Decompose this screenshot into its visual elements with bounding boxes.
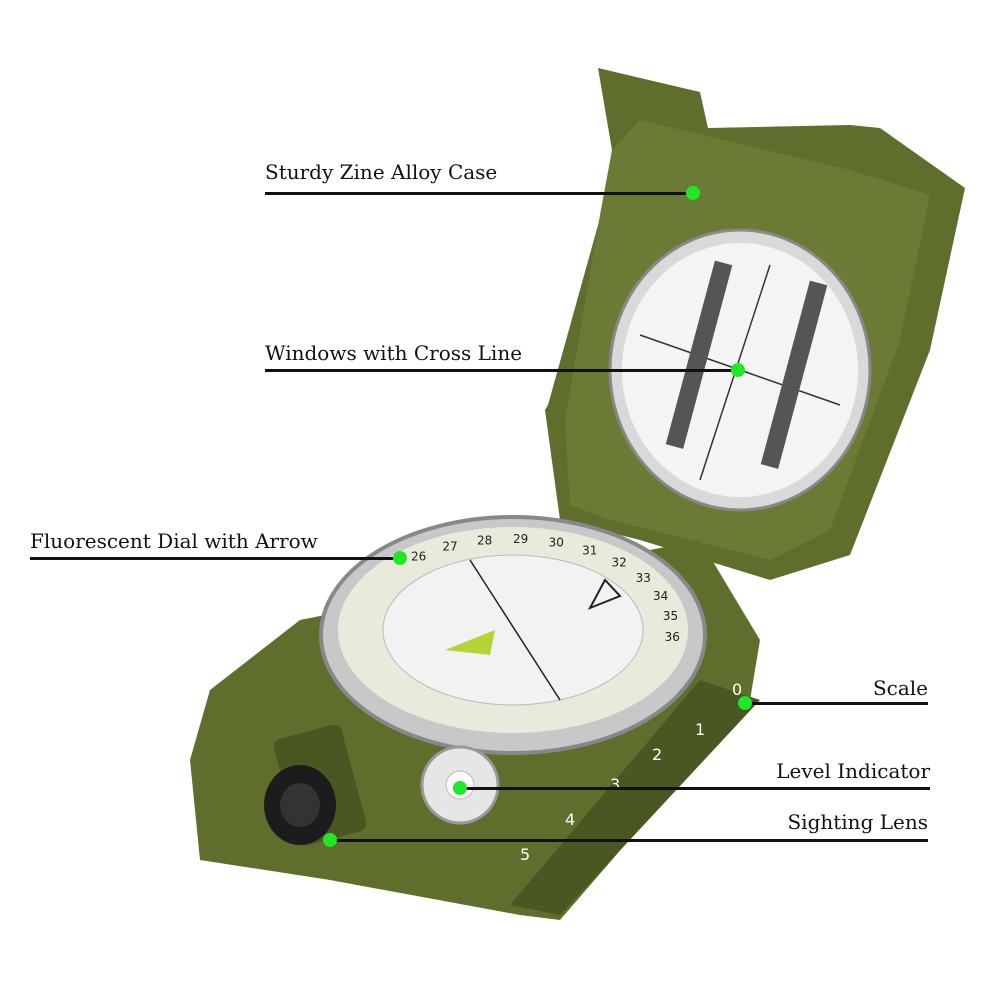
callout-line-level <box>460 787 930 790</box>
dial-number: 35 <box>663 609 678 623</box>
callout-line-dial <box>30 557 400 560</box>
callout-label-case: Sturdy Zine Alloy Case <box>265 160 498 184</box>
callout-line-case <box>265 192 693 195</box>
fluorescent-arrow-icon <box>445 630 495 655</box>
callout-label-lens: Sighting Lens <box>787 810 928 834</box>
callout-marker-scale <box>738 696 752 710</box>
callout-marker-dial <box>393 551 407 565</box>
dial-number: 34 <box>653 589 668 603</box>
callout-label-level: Level Indicator <box>776 759 930 783</box>
scale-number-2: 2 <box>652 745 662 764</box>
scale-number-0: 0 <box>732 680 742 699</box>
dial-number: 36 <box>665 630 680 644</box>
window-bar-right <box>760 280 828 469</box>
callout-marker-lens <box>323 833 337 847</box>
dial-number: 26 <box>411 550 426 564</box>
scale-face <box>510 680 760 915</box>
callout-marker-level <box>453 781 467 795</box>
dial-number: 28 <box>477 533 492 547</box>
scale-numbers: 0 1 2 3 4 5 <box>520 680 742 864</box>
dial-number: 29 <box>513 532 528 546</box>
dial-number: 27 <box>442 539 457 553</box>
callout-line-scale <box>745 702 928 705</box>
scale-number-3: 3 <box>610 775 620 794</box>
dial-number: 33 <box>636 571 651 585</box>
callout-marker-case <box>686 186 700 200</box>
callout-label-scale: Scale <box>872 676 928 700</box>
scale-number-5: 5 <box>520 845 530 864</box>
callout-marker-window <box>731 363 745 377</box>
sighting-lens-glass <box>280 783 320 827</box>
dial-sight-line <box>469 559 561 701</box>
window-bar-left <box>665 260 733 449</box>
dial-number: 32 <box>612 555 627 569</box>
dial-number: 31 <box>582 543 597 557</box>
callout-line-lens <box>330 839 928 842</box>
dial-triangle <box>587 578 622 610</box>
callout-line-window <box>265 369 738 372</box>
dial-number: 30 <box>549 535 564 549</box>
scale-number-1: 1 <box>695 720 705 739</box>
callout-label-window: Windows with Cross Line <box>265 341 523 365</box>
callout-label-dial: Fluorescent Dial with Arrow <box>30 529 318 553</box>
dial-face <box>382 554 644 706</box>
scale-number-4: 4 <box>565 810 575 829</box>
